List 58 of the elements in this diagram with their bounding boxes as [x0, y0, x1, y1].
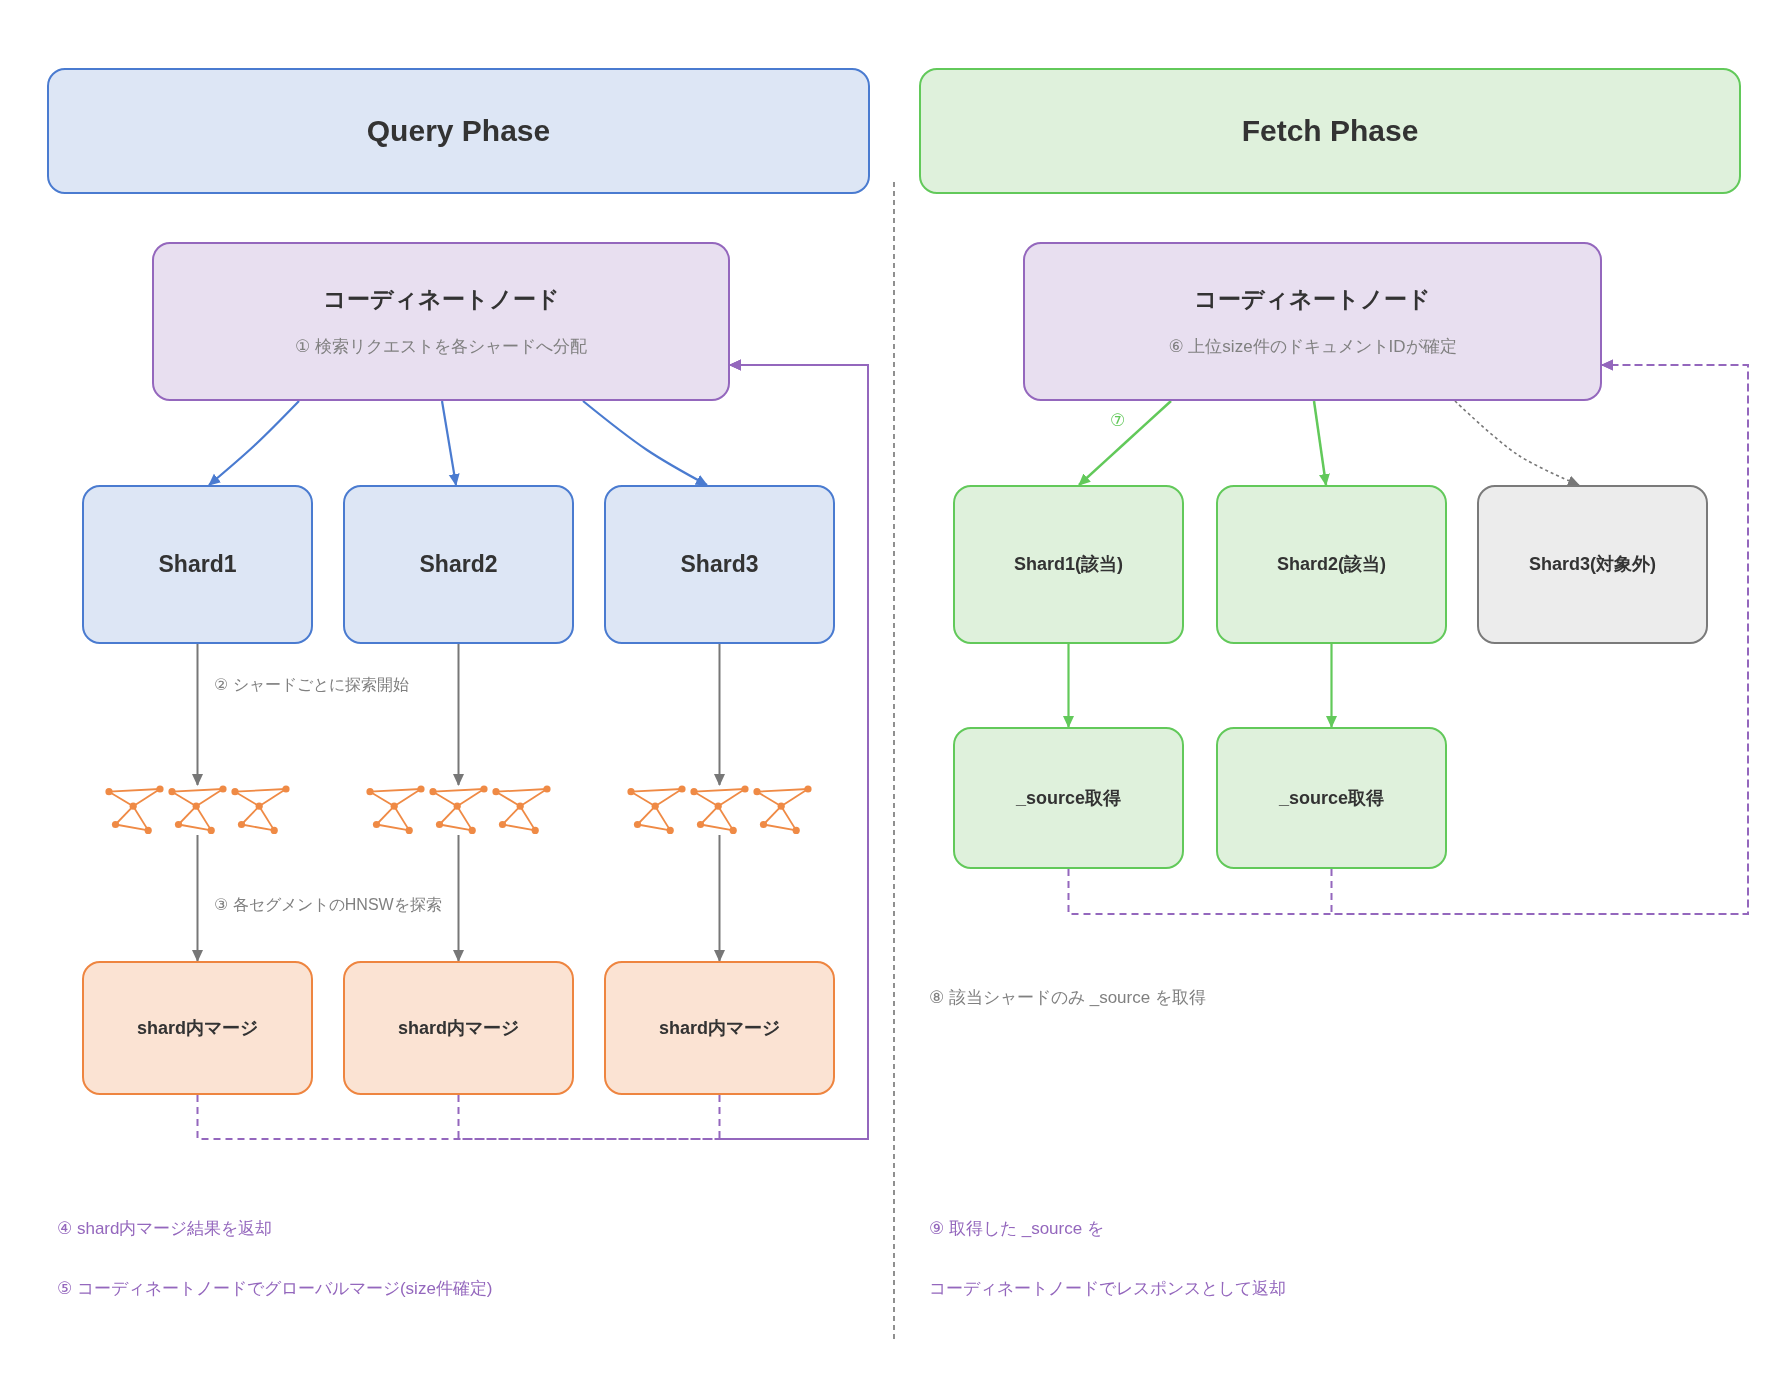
shard-box [604, 485, 835, 644]
arrow [1312, 400, 1330, 486]
merge-box [82, 961, 313, 1095]
network-graph-icon [366, 785, 551, 835]
box-title: Fetch Phase [1241, 113, 1419, 150]
box-title: コーディネートノード [1194, 285, 1431, 314]
dashed-arrow [718, 359, 869, 1140]
source-box [953, 727, 1184, 869]
box-title: _source取得 [1015, 786, 1121, 810]
shard-box [953, 485, 1184, 644]
network-graph-icon [105, 785, 290, 835]
coordinator-box [152, 242, 730, 401]
step-note: ③ 各セグメントのHNSWを探索 [214, 895, 442, 915]
box-title: Shard3(対象外) [1529, 553, 1656, 576]
shard-box [82, 485, 313, 644]
box-title: Shard2(該当) [1277, 553, 1386, 576]
arrow [453, 834, 464, 962]
phase-header [47, 68, 870, 194]
step-note: ⑨ 取得した _source を [929, 1218, 1104, 1240]
arrow [453, 643, 464, 786]
arrow [192, 643, 203, 786]
arrow [440, 400, 460, 486]
arrow [192, 834, 203, 962]
dashed-arrow [1330, 359, 1749, 915]
box-title: コーディネートノード [322, 285, 560, 314]
shard-box [1216, 485, 1447, 644]
shard-box [343, 485, 574, 644]
box-title: shard内マージ [137, 1016, 258, 1040]
arrow [208, 400, 300, 486]
merge-box [343, 961, 574, 1095]
dashed-arrow [1454, 400, 1580, 486]
box-subtitle: ① 検索リクエストを各シャードへ分配 [295, 335, 587, 358]
box-subtitle: ⑥ 上位size件のドキュメントIDが確定 [1168, 335, 1457, 358]
arrow [582, 400, 708, 486]
box-title: Shard1 [158, 550, 237, 579]
source-box [1216, 727, 1447, 869]
step-note: ⑤ コーディネートノードでグローバルマージ(size件確定) [57, 1278, 493, 1300]
step-note: ② シャードごとに探索開始 [214, 675, 409, 695]
network-graph-icon [627, 785, 812, 835]
arrow [714, 834, 725, 962]
box-title: Shard2 [419, 550, 498, 579]
shard-box [1477, 485, 1708, 644]
box-title: shard内マージ [398, 1016, 519, 1040]
merge-box [604, 961, 835, 1095]
step-note: ⑧ 該当シャードのみ _source を取得 [929, 987, 1206, 1009]
step-note: コーディネートノードでレスポンスとして返却 [929, 1278, 1286, 1300]
box-title: _source取得 [1278, 786, 1384, 810]
arrow [1078, 400, 1172, 486]
arrow [714, 643, 725, 786]
arrow [1326, 644, 1337, 728]
coordinator-box [1023, 242, 1602, 401]
box-title: Query Phase [366, 113, 551, 150]
arrow [1063, 644, 1074, 728]
step-note: ④ shard内マージ結果を返却 [57, 1218, 273, 1240]
box-title: Shard3 [680, 550, 759, 579]
phase-header [919, 68, 1741, 194]
box-title: Shard1(該当) [1014, 553, 1123, 576]
box-title: shard内マージ [659, 1016, 780, 1040]
